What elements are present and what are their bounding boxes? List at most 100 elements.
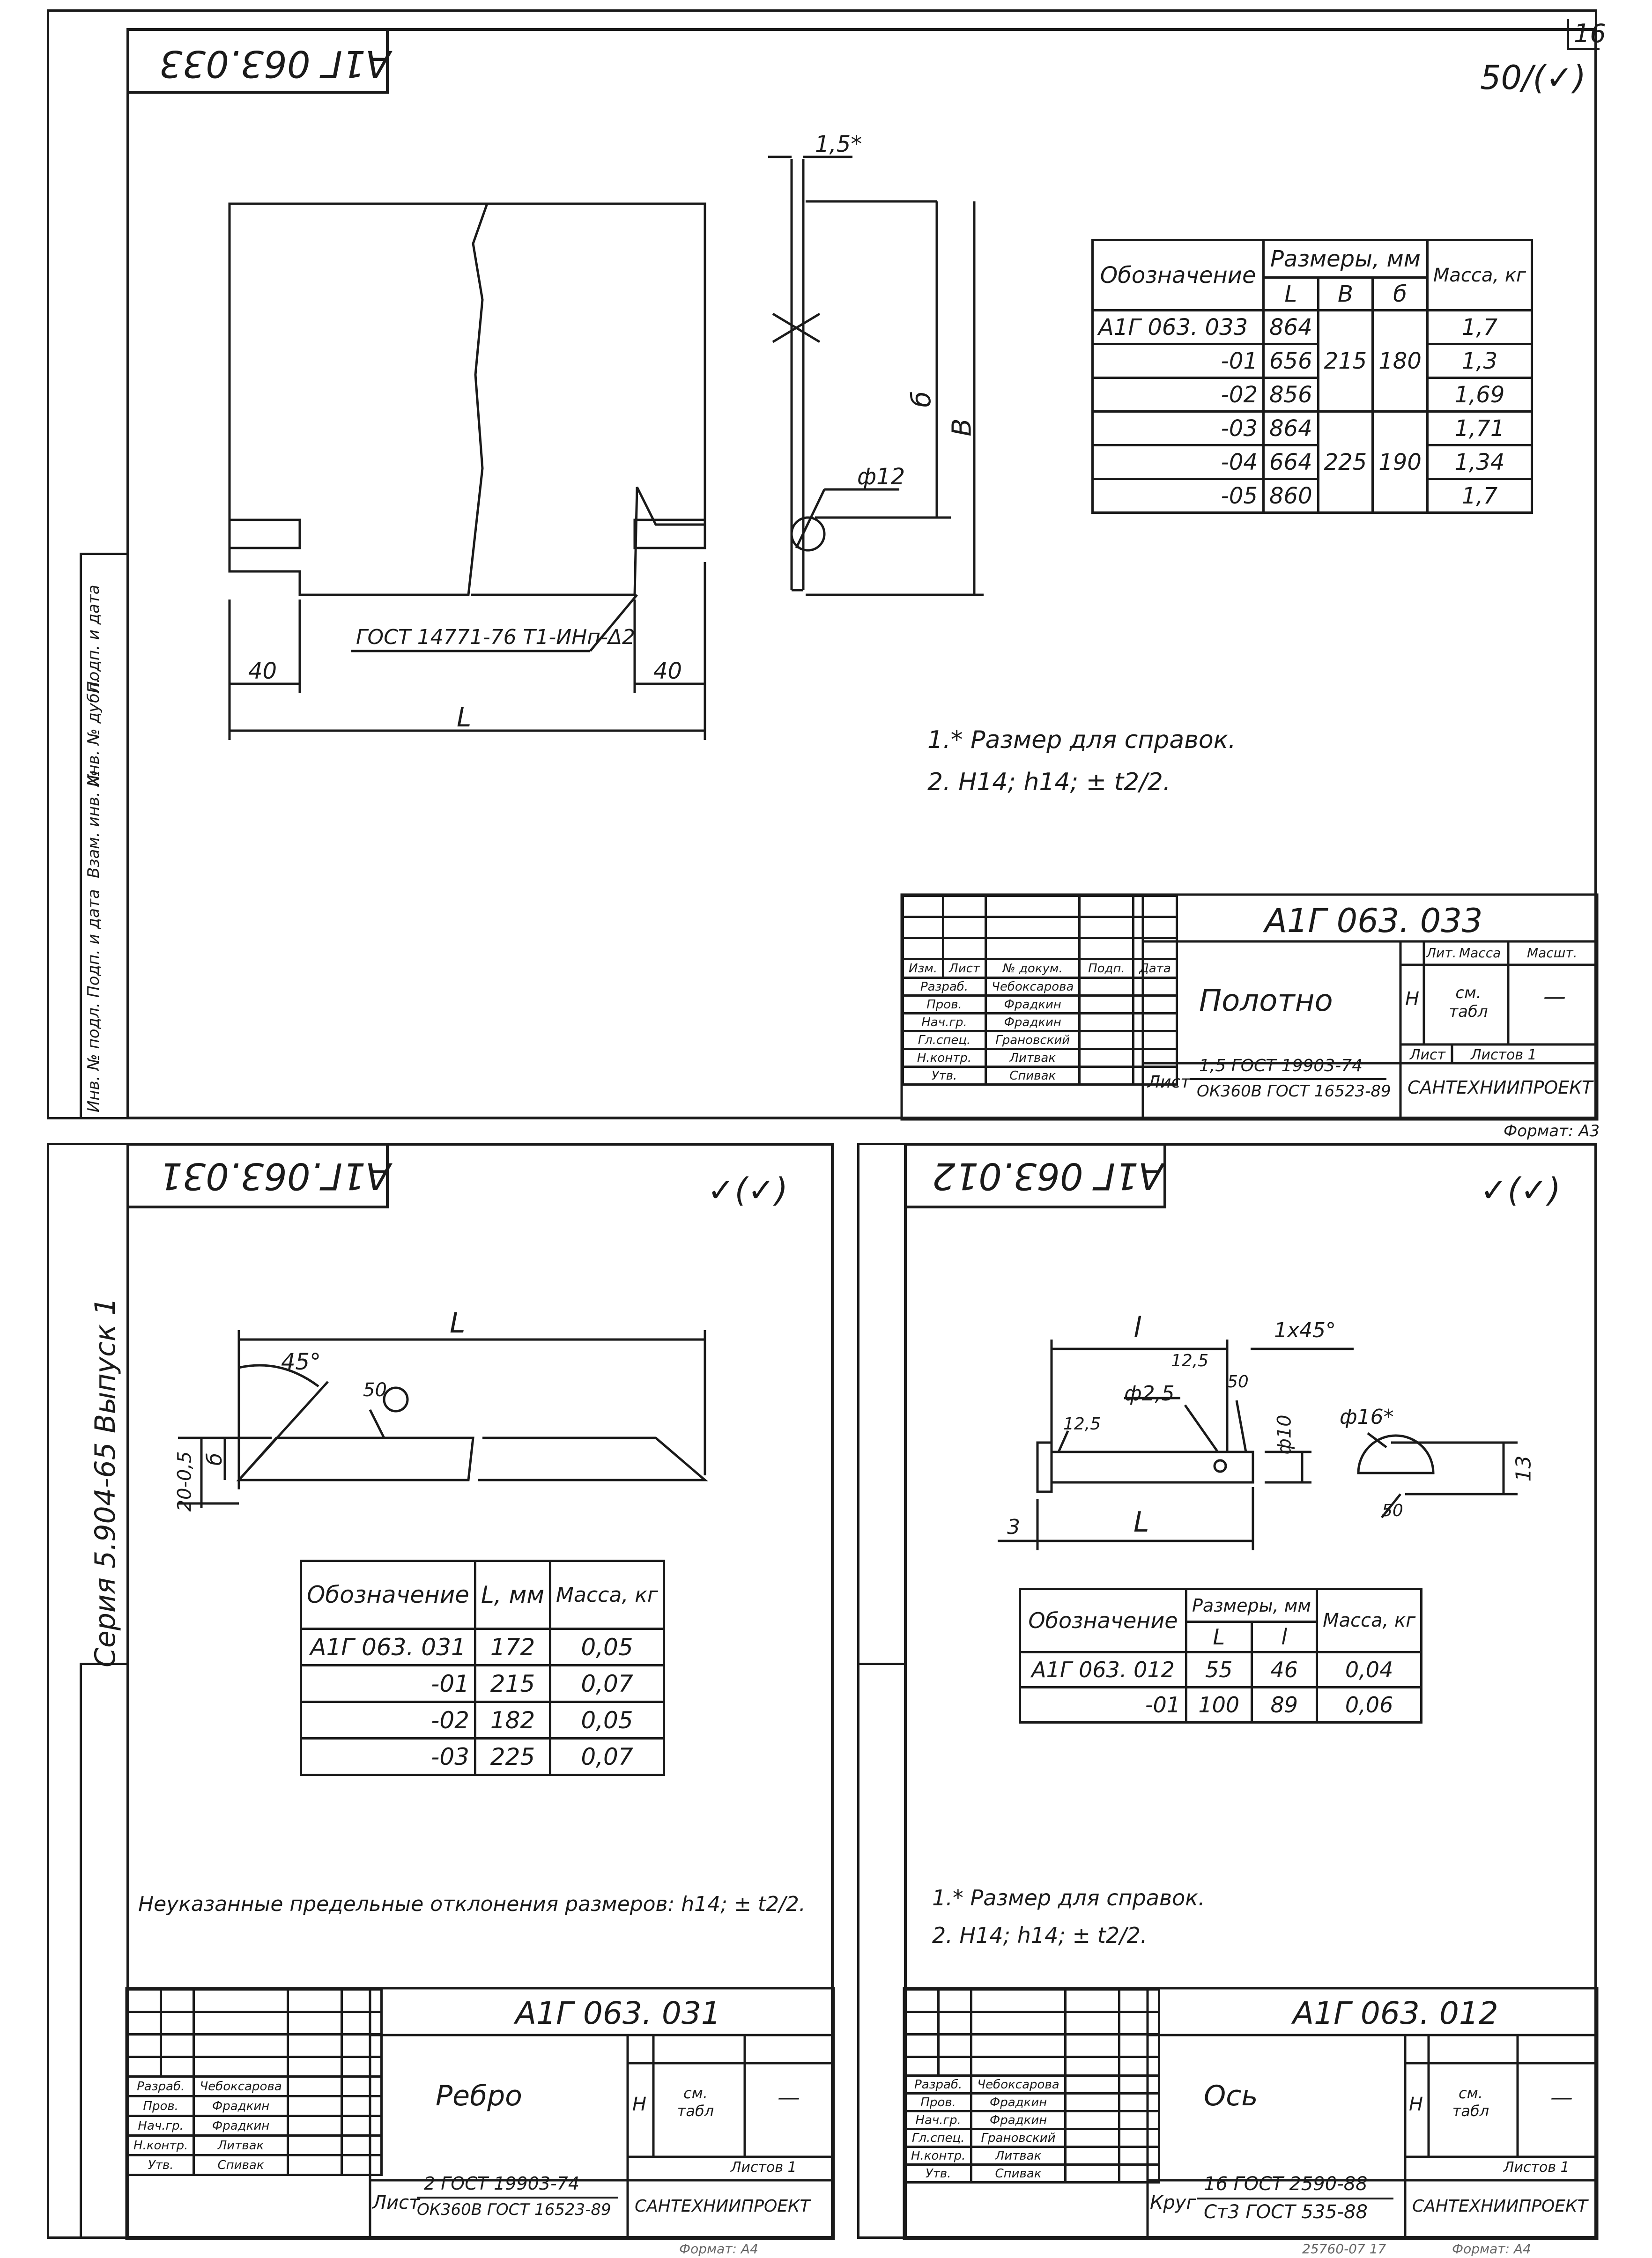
sheet1-weld-note: ГОСТ 14771-76 Т1-ИНп-Δ2 (356, 625, 636, 649)
table-cell: 215 (474, 1664, 552, 1703)
sheet2-th-designation: Обозначение (300, 1560, 476, 1630)
sheet3-dim-l: l (1133, 1311, 1141, 1344)
table-cell: 182 (474, 1701, 552, 1740)
sheet2-dim-angle: 45° (281, 1349, 321, 1375)
sheet1-tb-mass-val: см. табл (1449, 984, 1488, 1021)
table-cell: 1,7 (1426, 309, 1533, 345)
person-role: Утв. (904, 2163, 973, 2184)
person-name: Спивак (193, 2154, 289, 2176)
sheet1-tb-lit-val: Н (1405, 988, 1420, 1010)
table-cell: 0,07 (549, 1664, 665, 1703)
sheet3-stamp-code: А1Г 063.012 (932, 1155, 1163, 1197)
sheet1-dim-b: б (906, 391, 937, 407)
sheet1-dim-thickness: 1,5* (815, 131, 862, 157)
sheet1-table: Обозначение Размеры, мм Масса, кг L В б … (1091, 239, 1533, 514)
sheet3-dim-L: L (1133, 1506, 1149, 1539)
table-row: -01 (1091, 343, 1265, 379)
table-cell: 180 (1371, 309, 1429, 413)
table-cell: 864 (1262, 309, 1319, 345)
sheet3-th-sizes: Размеры, мм (1185, 1588, 1319, 1623)
sheet2-note: Неуказанные предельные отклонения размер… (138, 1892, 806, 1916)
sheet3-tb-code: А1Г 063. 012 (1293, 1995, 1498, 2031)
sheet2-table: Обозначение L, мм Масса, кг А1Г 063. 031… (300, 1560, 665, 1776)
sheet3-tb-org: САНТЕХНИИПРОЕКТ (1412, 2197, 1588, 2216)
sheet2-dim-b: б (203, 1452, 227, 1466)
sheet3-note-1: 1.* Размер для справок. (932, 1885, 1205, 1910)
sheet3-tb-mass-val: см. табл (1452, 2084, 1489, 2120)
sheet2-tb-org: САНТЕХНИИПРОЕКТ (635, 2197, 810, 2216)
person-role: Н.контр. (901, 1048, 987, 1068)
table-cell: 0,05 (549, 1701, 665, 1740)
person-role: Нач.гр. (901, 1012, 987, 1032)
sheet1-th-sizes: Размеры, мм (1262, 239, 1429, 279)
person-name: Литвак (193, 2134, 289, 2156)
sheet3-dim-h13: 13 (1511, 1455, 1536, 1482)
sheet2-tb-lit-val: Н (632, 2094, 647, 2115)
sheet1-dim-40-right: 40 (653, 658, 682, 684)
sheet1-dim-B: В (947, 418, 978, 437)
page-number: 16 (1574, 19, 1606, 48)
sheet1-inner-frame (126, 28, 1597, 1119)
sheet3-table: Обозначение Размеры, мм Масса, кг L l А1… (1019, 1588, 1423, 1724)
person-name: Фрадкин (970, 2110, 1067, 2130)
sheet1-tb-lit: Лит. (1426, 945, 1457, 961)
sheet2-tb-roles: Разраб.Чебоксарова Пров.Фрадкин Нач.гр.Ф… (126, 1988, 383, 2176)
person-role: Н.контр. (904, 2146, 973, 2166)
person-name: Литвак (970, 2146, 1067, 2166)
person-name: Фрадкин (193, 2115, 289, 2137)
sheet3-dim-chamfer: 1х45° (1274, 1318, 1336, 1342)
sheet2-roughness: ✓(✓) (707, 1171, 788, 1209)
side-label-1: Инв. № подл. (84, 1002, 103, 1112)
sheet2-side-strip (80, 1663, 126, 2239)
sheet3-dim-three: 3 (1007, 1515, 1020, 1539)
role-header: Дата (1132, 958, 1178, 979)
sheet2-tb-material-bottom: ОК360В ГОСТ 16523-89 (417, 2200, 611, 2219)
page-number-box (1567, 19, 1600, 50)
table-cell: 225 (1317, 410, 1374, 514)
role-header: Изм. (901, 958, 945, 979)
sheet3-dim-r125a: 12,5 (1171, 1351, 1209, 1370)
table-row: -01 (1019, 1686, 1187, 1724)
table-cell: 55 (1185, 1651, 1253, 1688)
sheet2-stamp-box (126, 1143, 389, 1208)
table-cell: 0,07 (549, 1737, 665, 1776)
person-role: Пров. (904, 2092, 973, 2112)
person-role: Разраб. (904, 2074, 973, 2095)
sheet1-th-designation: Обозначение (1091, 239, 1265, 311)
sheet2-tb-material-prefix: Лист (372, 2192, 420, 2214)
table-cell: 89 (1250, 1686, 1319, 1724)
person-name: Чебоксарова (970, 2074, 1067, 2095)
table-cell: 1,7 (1426, 478, 1533, 514)
person-name: Литвак (985, 1048, 1081, 1068)
table-row: А1Г 063. 012 (1019, 1651, 1187, 1688)
sheet3-dim-r125b: 12,5 (1063, 1414, 1101, 1434)
sheet1-tb-name: Полотно (1199, 984, 1333, 1018)
sheet1-roughness: 50/(✓) (1480, 59, 1586, 97)
person-name: Грановский (970, 2128, 1067, 2148)
table-row: -01 (300, 1664, 476, 1703)
person-name: Фрадкин (985, 994, 1081, 1014)
person-role: Нач.гр. (904, 2110, 973, 2130)
person-role: Утв. (126, 2154, 195, 2176)
table-cell: 856 (1262, 377, 1319, 413)
person-role: Гл.спец. (901, 1030, 987, 1050)
sheet3-footer: 25760-07 17 (1302, 2241, 1386, 2257)
sheet1-tb-material-bottom: ОК360В ГОСТ 16523-89 (1197, 1082, 1391, 1101)
sheet3-tb-scale-val: — (1550, 2084, 1573, 2110)
sheet1-tb-scale-val: — (1543, 984, 1566, 1010)
person-name: Спивак (970, 2163, 1067, 2184)
sheet1-th-L: L (1262, 276, 1319, 311)
table-cell: 46 (1250, 1651, 1319, 1688)
table-cell: 190 (1371, 410, 1429, 514)
sheet3-dim-r50: 50 (1227, 1372, 1249, 1392)
table-row: А1Г 063. 033 (1091, 309, 1265, 345)
person-role: Разраб. (901, 977, 987, 997)
table-row: -02 (1091, 377, 1265, 413)
table-cell: 864 (1262, 410, 1319, 446)
sheet1-tb-org: САНТЕХНИИПРОЕКТ (1408, 1077, 1593, 1098)
sheet1-format: Формат: А3 (1504, 1122, 1600, 1140)
sheet2-tb-material-top: 2 ГОСТ 19903-74 (424, 2173, 580, 2194)
sheet1-side-strip (80, 553, 126, 1119)
sheet2-tb-scale-val: — (778, 2084, 800, 2110)
sheet1-tb-mass: Масса (1459, 945, 1501, 961)
